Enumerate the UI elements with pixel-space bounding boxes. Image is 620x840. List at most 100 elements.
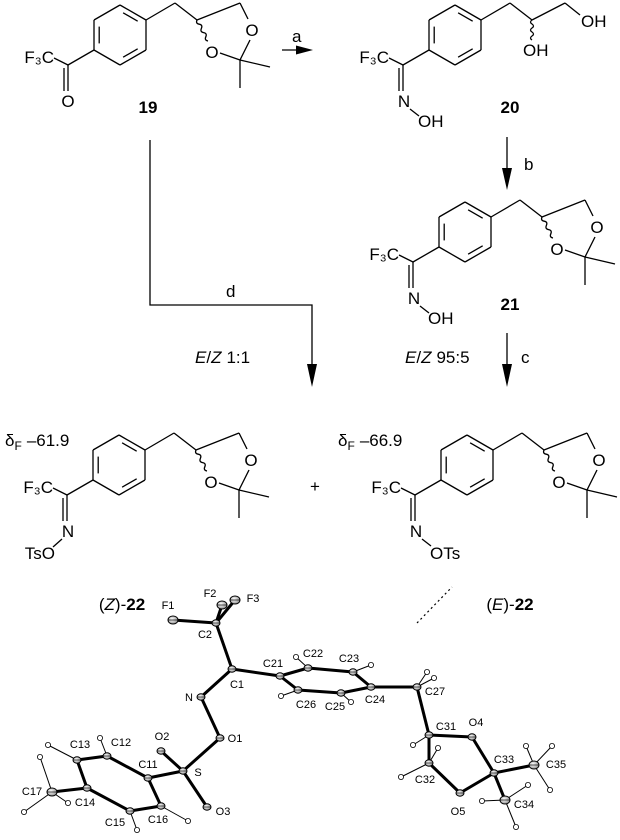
ring-bond	[428, 4, 456, 21]
arrowhead-icon	[296, 45, 313, 55]
bond	[67, 49, 95, 66]
ring-bond	[464, 201, 492, 218]
hydrogen-bond-line	[23, 791, 53, 813]
dioxolane-oxygen: O	[205, 43, 218, 62]
bond	[218, 482, 240, 491]
hydroxyl-group: OH	[418, 112, 444, 131]
hydrogen-atom	[184, 818, 191, 825]
atom-label: C16	[148, 814, 168, 826]
bond	[52, 487, 68, 496]
hydroxyl-group: OH	[523, 41, 549, 60]
atom-label: C31	[436, 721, 456, 733]
bond	[412, 246, 440, 263]
bond	[239, 2, 249, 20]
aromatic-double-bond	[122, 12, 139, 22]
bond	[145, 2, 176, 21]
atom-label: C13	[70, 739, 90, 751]
hydrogen-atom	[20, 809, 27, 816]
bond	[490, 199, 521, 218]
atom-label: C17	[22, 786, 42, 798]
oxime-nitrogen: N	[398, 92, 410, 111]
ortep-bond	[230, 667, 282, 678]
ortep-bond	[199, 695, 222, 740]
ring-bond	[92, 434, 120, 451]
bond	[174, 2, 198, 21]
hydrogen-bond-line	[47, 744, 78, 761]
hydrogen-atom	[37, 754, 44, 761]
cf3-group: F₃C	[359, 48, 389, 67]
carbonyl-oxygen: O	[61, 92, 74, 111]
bond	[196, 2, 241, 21]
bond	[492, 432, 523, 451]
hydrogen-atom	[478, 798, 485, 805]
aromatic-double-bond	[121, 478, 138, 488]
ring-bond	[454, 4, 482, 21]
wavy-stereo-bond	[195, 19, 209, 42]
atom-label: C25	[325, 701, 345, 713]
ortep-bond	[75, 754, 109, 762]
arrow-label-a: a	[292, 27, 302, 46]
cf3-group: F₃C	[23, 478, 53, 497]
bond	[586, 432, 596, 450]
hydrogen-atom	[430, 675, 437, 682]
methyl-bond	[584, 256, 616, 265]
bond	[543, 432, 588, 451]
bond	[541, 199, 586, 218]
atom-label: O4	[469, 717, 484, 729]
ring-bond	[466, 479, 494, 496]
hydrogen-atom	[367, 662, 374, 669]
ortep-bond	[75, 758, 89, 790]
hydrogen-atom	[513, 824, 520, 831]
hydrogen-atom	[292, 654, 299, 661]
ring-bond	[118, 434, 146, 451]
ring-bond	[454, 49, 482, 66]
ortep-bond	[427, 761, 462, 795]
oxime-nitrogen: N	[410, 522, 422, 541]
ortep-bond	[492, 771, 507, 802]
atom-label: S	[194, 767, 201, 779]
wavy-stereo-bond	[194, 449, 208, 472]
ring-bond	[464, 246, 492, 263]
ring-bond	[93, 4, 121, 21]
hydrogen-atom	[549, 743, 556, 750]
ring-bond	[119, 49, 147, 66]
ortep-bond	[470, 735, 496, 775]
hydroxyl-group: OH	[581, 12, 607, 31]
dioxolane-oxygen: O	[552, 473, 565, 492]
ortep-bond	[171, 618, 218, 625]
structure-c20: F₃C N OH OH OH	[359, 2, 607, 131]
aromatic-double-bond	[457, 12, 474, 22]
bond	[144, 432, 175, 451]
methyl-bond	[238, 489, 270, 498]
ring-bond	[92, 479, 120, 496]
arrow-d: d	[149, 140, 317, 387]
aromatic-double-bond	[467, 245, 484, 255]
atom-label: C12	[111, 737, 131, 749]
ring-bond	[440, 479, 468, 496]
ring-bond	[440, 434, 468, 451]
bond	[584, 199, 594, 217]
bond	[564, 2, 581, 16]
atom-label: C24	[365, 694, 385, 706]
oxime-nitrogen: N	[408, 289, 420, 308]
ortep-bond	[105, 754, 150, 780]
ortep-bond	[458, 771, 496, 795]
dioxolane-oxygen: O	[244, 451, 257, 470]
compound-label-20: 20	[501, 98, 520, 117]
ortep-bond	[181, 769, 209, 809]
atom-label: F3	[247, 593, 260, 605]
hydrogen-atom	[523, 743, 530, 750]
methyl-bond	[586, 489, 618, 498]
bond	[531, 2, 566, 21]
ring-bond	[466, 434, 494, 451]
ortep-bond	[306, 666, 355, 674]
wavy-stereo-bond	[529, 19, 535, 41]
hydrogen-atom	[97, 735, 104, 742]
hydroxyl-group: OH	[428, 309, 454, 328]
bond	[402, 49, 430, 66]
atom-label: C34	[514, 799, 534, 811]
hydrogen-atom	[347, 699, 354, 706]
